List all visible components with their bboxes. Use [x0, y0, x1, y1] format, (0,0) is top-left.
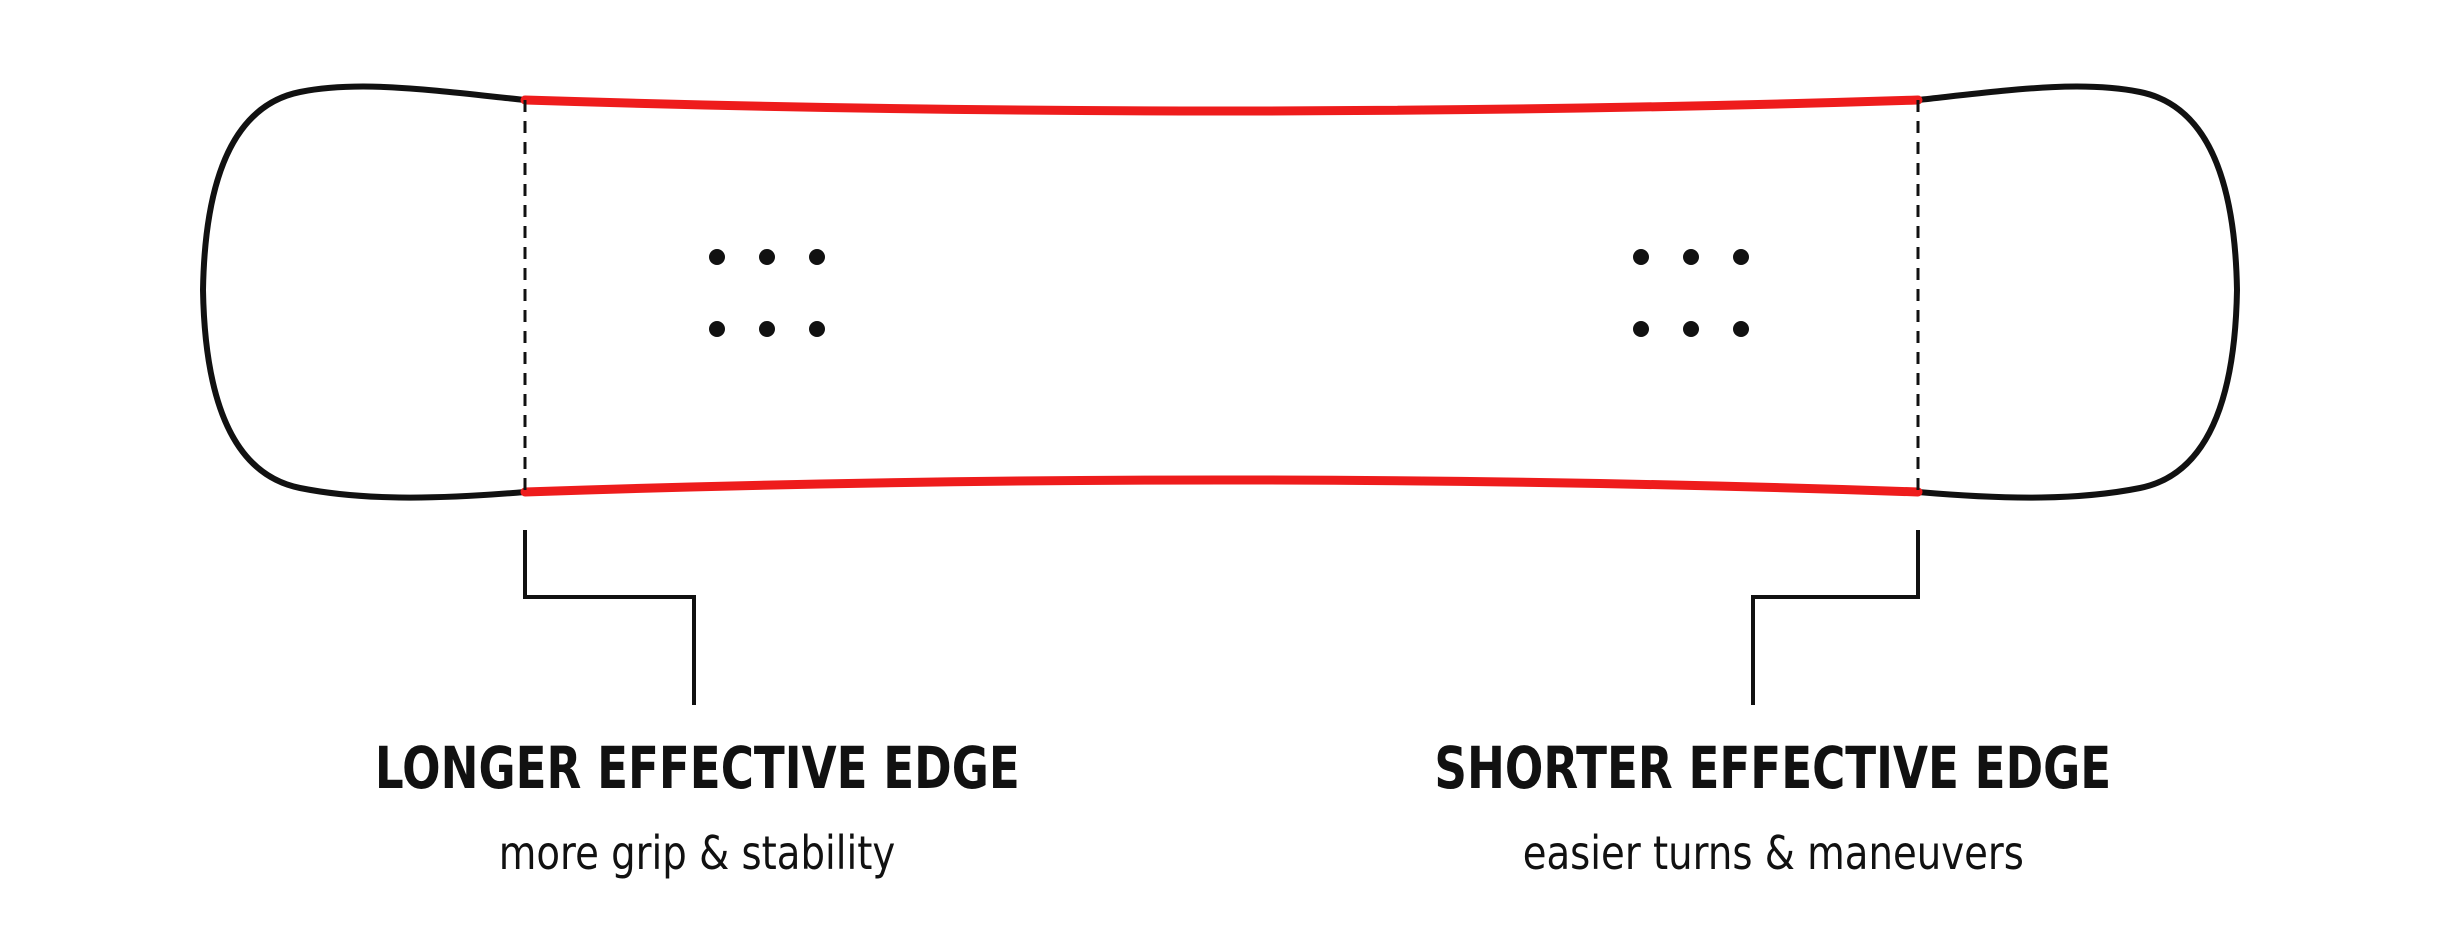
- snowboard-nose-outline: [199, 83, 528, 501]
- binding-insert-dot-left: [809, 249, 825, 265]
- binding-insert-dot-left: [809, 321, 825, 337]
- callout-connector-right: [1751, 530, 1920, 705]
- callout-title-shorter: SHORTER EFFECTIVE EDGE: [1434, 734, 2112, 802]
- binding-insert-dot-right: [1733, 321, 1749, 337]
- binding-insert-dot-right: [1683, 249, 1699, 265]
- binding-inserts-left: [709, 249, 825, 337]
- binding-insert-dot-left: [709, 321, 725, 337]
- callout-connector-left: [523, 530, 696, 705]
- binding-insert-dot-right: [1633, 249, 1649, 265]
- effective-edge-bottom: [520, 475, 1923, 497]
- binding-inserts-right: [1633, 249, 1749, 337]
- binding-insert-dot-right: [1633, 321, 1649, 337]
- snowboard-tail-outline: [1915, 83, 2241, 501]
- callout-subtitle-shorter: easier turns & maneuvers: [1522, 826, 2024, 880]
- callout-longer-edge: LONGER EFFECTIVE EDGE more grip & stabil…: [247, 728, 1147, 888]
- callout-title-longer: LONGER EFFECTIVE EDGE: [374, 734, 1020, 802]
- binding-insert-dot-right: [1733, 249, 1749, 265]
- binding-insert-dot-left: [709, 249, 725, 265]
- binding-insert-dot-left: [759, 321, 775, 337]
- callout-subtitle-longer: more grip & stability: [498, 826, 896, 880]
- binding-insert-dot-left: [759, 249, 775, 265]
- binding-insert-dot-right: [1683, 321, 1699, 337]
- callout-shorter-edge: SHORTER EFFECTIVE EDGE easier turns & ma…: [1323, 728, 2223, 888]
- effective-edge-top: [520, 95, 1923, 116]
